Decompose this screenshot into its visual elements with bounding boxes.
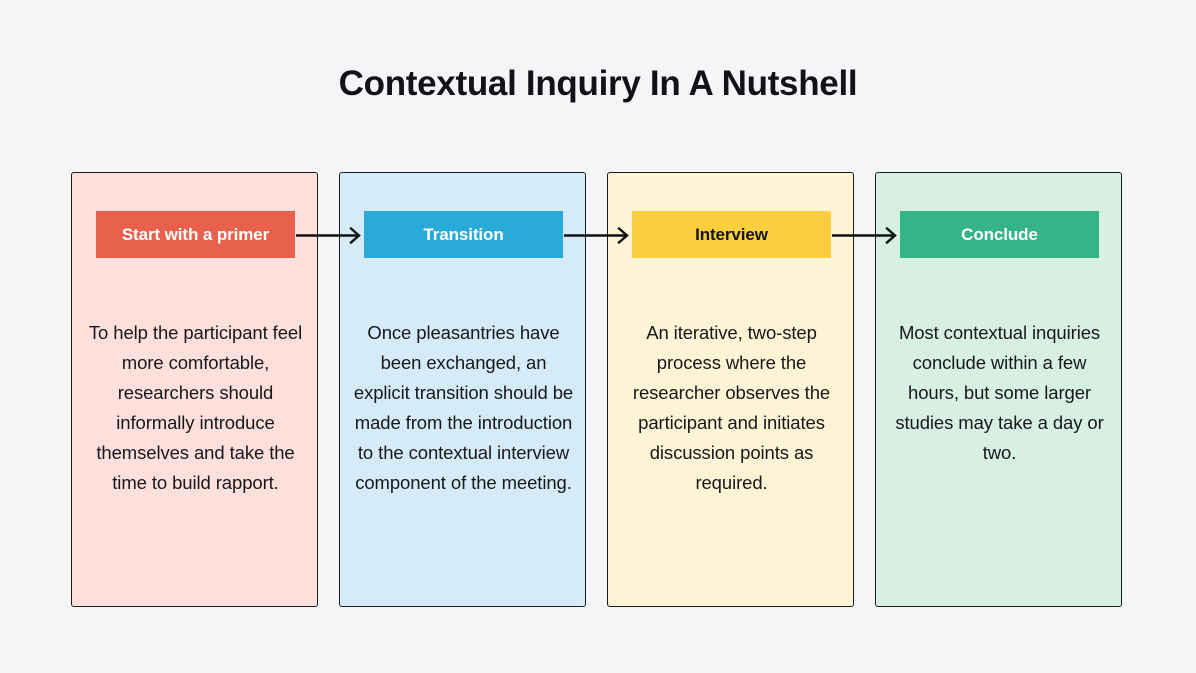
- step-header-badge: Transition: [364, 211, 563, 258]
- step-header-label: Start with a primer: [121, 224, 270, 244]
- step-header-badge: Conclude: [900, 211, 1099, 258]
- process-step-card: Start with a primer To help the participa…: [71, 172, 318, 607]
- step-body-text: Most contextual inquiries conclude withi…: [895, 322, 1104, 463]
- step-body-text: To help the participant feel more comfor…: [88, 322, 303, 493]
- process-step-card: Interview An iterative, two-step process …: [607, 172, 854, 607]
- step-header-label: Transition: [423, 224, 504, 244]
- step-body-text: Once pleasantries have been exchanged, a…: [353, 322, 574, 493]
- step-header-label: Interview: [695, 224, 768, 244]
- step-header-badge: Start with a primer: [96, 211, 295, 258]
- step-body-text: An iterative, two-step process where the…: [632, 322, 831, 493]
- page-title: Contextual Inquiry In A Nutshell: [338, 64, 858, 103]
- process-flow-cards: Start with a primer To help the participa…: [71, 172, 1125, 609]
- step-header-badge: Interview: [632, 211, 831, 258]
- step-header-label: Conclude: [961, 224, 1038, 244]
